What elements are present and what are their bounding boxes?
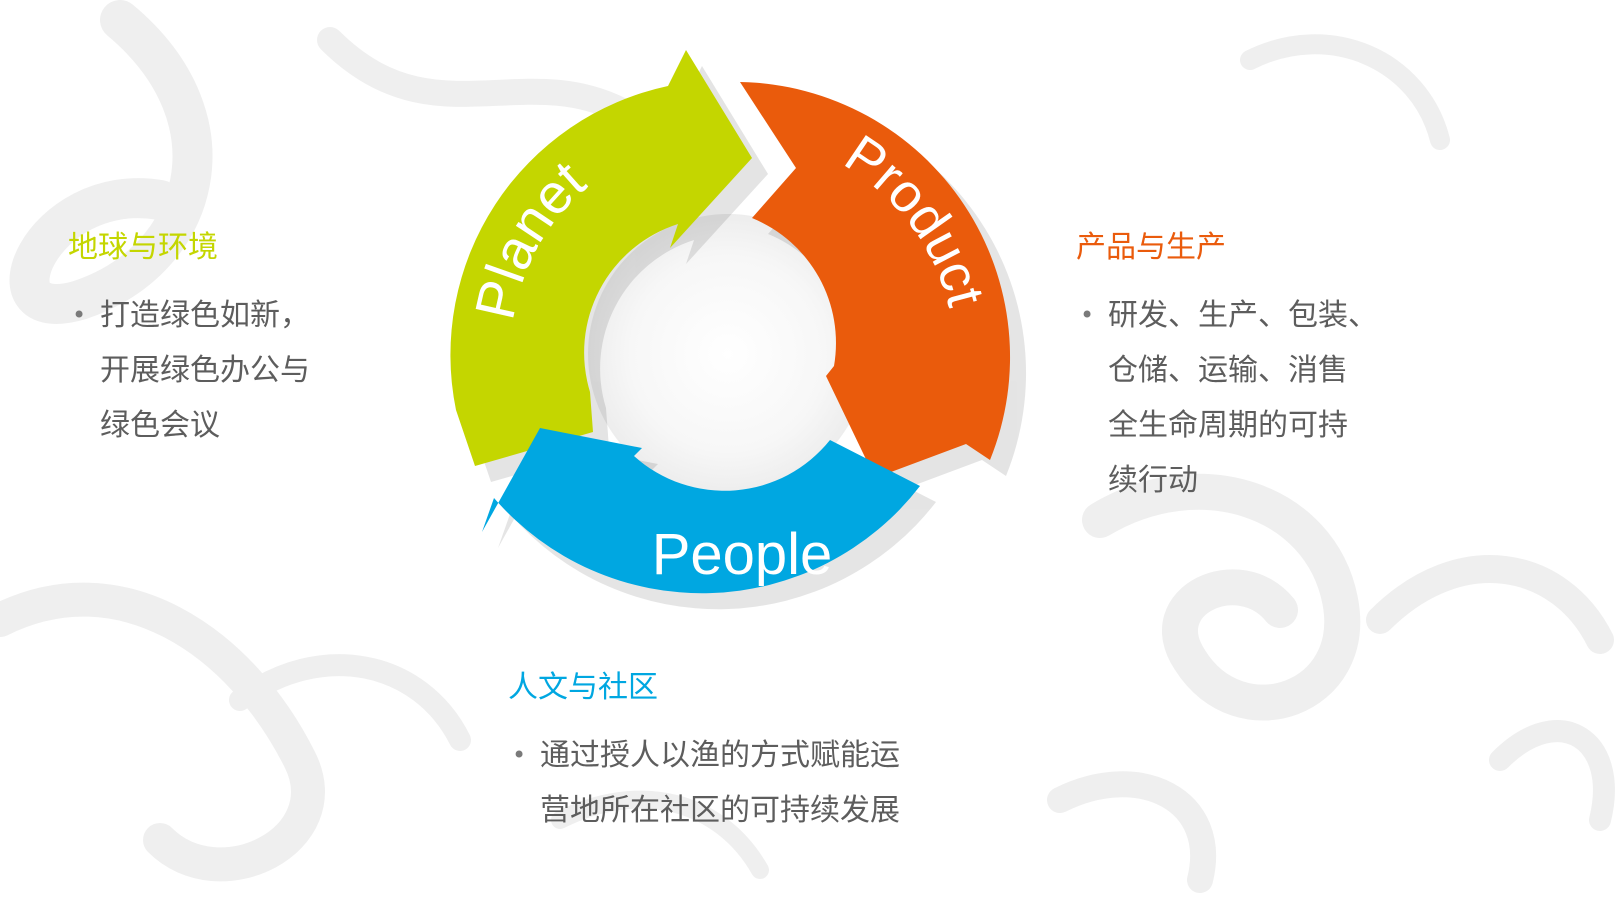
product-line: 研发、生产、包装、 <box>1108 298 1378 333</box>
people-arrow <box>482 428 920 594</box>
planet-arrow <box>450 50 752 466</box>
bullet-dot-icon: • <box>72 301 87 329</box>
product-line: 仓储、运输、消售 <box>1108 353 1348 388</box>
people-heading: 人文与社区 <box>508 670 658 705</box>
people-label: People <box>652 522 833 587</box>
bullet-dot-icon: • <box>512 741 527 769</box>
product-bullet: • 研发、生产、包装、 仓储、运输、消售 全生命周期的可持 续行动 <box>1076 288 1378 508</box>
planet-heading: 地球与环境 <box>68 230 218 265</box>
people-info-block: 人文与社区 • 通过授人以渔的方式赋能运 营地所在社区的可持续发展 <box>508 668 900 838</box>
center-disc <box>588 214 868 494</box>
people-line: 营地所在社区的可持续发展 <box>540 793 900 828</box>
people-bullet: • 通过授人以渔的方式赋能运 营地所在社区的可持续发展 <box>508 728 900 838</box>
product-heading: 产品与生产 <box>1076 230 1226 265</box>
planet-info-block: 地球与环境 • 打造绿色如新， 开展绿色办公与 绿色会议 <box>68 228 310 453</box>
people-line: 通过授人以渔的方式赋能运 <box>540 738 900 773</box>
product-info-block: 产品与生产 • 研发、生产、包装、 仓储、运输、消售 全生命周期的可持 续行动 <box>1076 228 1378 508</box>
planet-bullet: • 打造绿色如新， 开展绿色办公与 绿色会议 <box>68 288 310 453</box>
product-line: 全生命周期的可持 <box>1108 408 1348 443</box>
planet-line: 绿色会议 <box>100 408 220 443</box>
bullet-dot-icon: • <box>1080 301 1095 329</box>
planet-line: 打造绿色如新， <box>100 298 310 333</box>
planet-line: 开展绿色办公与 <box>100 353 310 388</box>
product-line: 续行动 <box>1108 463 1198 498</box>
product-arrow <box>740 82 1011 478</box>
